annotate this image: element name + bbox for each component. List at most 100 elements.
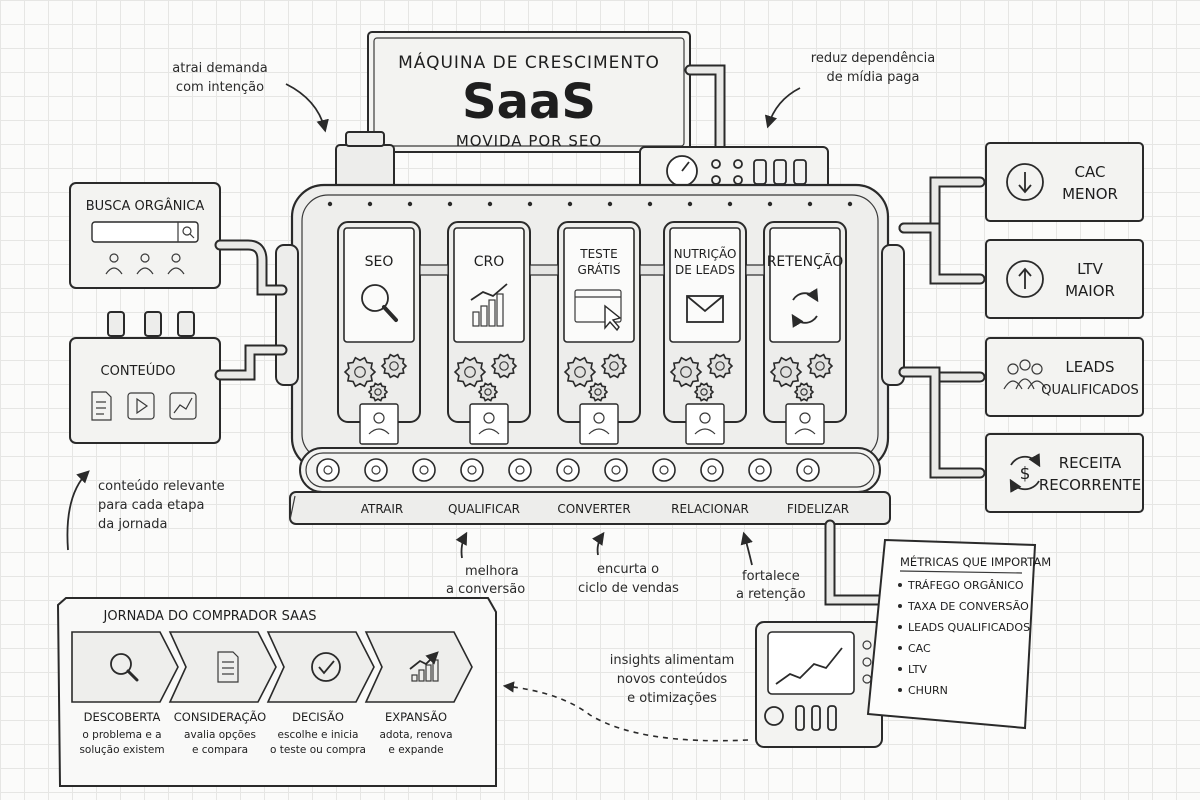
gear-icon xyxy=(453,356,487,388)
chart-icon xyxy=(169,392,197,420)
svg-text:insights alimentam: insights alimentam xyxy=(610,653,735,668)
journey-step-desc: e expande xyxy=(388,744,443,756)
gear-icon xyxy=(693,382,715,402)
gear-icon xyxy=(669,356,703,388)
roller-icon xyxy=(748,458,772,482)
lead-card-icon xyxy=(685,403,725,445)
lead-card-icon xyxy=(469,403,509,445)
title-main: SaaS xyxy=(462,74,596,130)
metrics-title: MÉTRICAS QUE IMPORTAM xyxy=(900,554,1051,569)
input-search-box: BUSCA ORGÂNICA xyxy=(69,182,221,289)
svg-text:a conversão: a conversão xyxy=(446,582,525,597)
roller-icon xyxy=(364,458,388,482)
users-icon xyxy=(105,253,185,275)
svg-text:fortalece: fortalece xyxy=(742,569,800,584)
roller-icon xyxy=(652,458,676,482)
output-label: RECORRENTE xyxy=(1039,476,1141,494)
arrow-down-icon xyxy=(1006,163,1044,201)
svg-text:e otimizações: e otimizações xyxy=(627,691,717,706)
svg-text:a retenção: a retenção xyxy=(736,587,806,602)
module-label: NUTRIÇÃO xyxy=(674,246,737,261)
lead-card-icon xyxy=(579,403,619,445)
search-bar xyxy=(91,221,199,243)
connector-valves xyxy=(107,311,195,337)
document-icon xyxy=(217,651,239,683)
stage-label: ATRAIR xyxy=(361,502,404,516)
module-nutrio: NUTRIÇÃO DE LEADS xyxy=(663,221,747,445)
journey-step-desc: avalia opções xyxy=(184,729,256,741)
output-receita: $ RECEITA RECORRENTE xyxy=(985,433,1144,513)
browser-cursor-icon xyxy=(574,289,622,332)
output-label: RECEITA xyxy=(1059,454,1122,472)
bar-chart-icon xyxy=(470,283,508,327)
annotation-top-left: atrai demanda com intenção xyxy=(172,61,329,133)
envelope-icon xyxy=(686,295,724,323)
roller-icon xyxy=(556,458,580,482)
roller-icon xyxy=(412,458,436,482)
title-sign: MÁQUINA DE CRESCIMENTO SaaS MOVIDA POR S… xyxy=(367,31,691,170)
annotation-insights: insights alimentam novos conteúdos e oti… xyxy=(502,653,749,742)
stage-label: CONVERTER xyxy=(557,502,630,516)
annotation-top-right: reduz dependência de mídia paga xyxy=(764,51,935,129)
output-leads: LEADS QUALIFICADOS xyxy=(985,337,1144,417)
gear-icon xyxy=(587,382,609,402)
gear-icon xyxy=(769,356,803,388)
gear-icon xyxy=(477,382,499,402)
output-cac: CAC MENOR xyxy=(985,142,1144,222)
journey-step-desc: escolhe e inicia xyxy=(278,729,359,741)
lead-card-icon xyxy=(359,403,399,445)
journey-step-title: DECISÃO xyxy=(292,709,344,724)
annotation-conversion: melhora a conversão xyxy=(446,531,525,597)
output-label: LTV xyxy=(1077,260,1103,278)
module-cro: CRO xyxy=(447,221,531,445)
magnifier-icon xyxy=(361,284,398,322)
users-icon xyxy=(1003,359,1047,390)
module-label: DE LEADS xyxy=(675,263,735,277)
module-seo: SEO xyxy=(337,221,421,445)
output-label: MENOR xyxy=(1062,185,1118,203)
svg-text:com intenção: com intenção xyxy=(176,80,264,95)
annotation-sales-cycle: encurta o ciclo de vendas xyxy=(578,531,679,596)
svg-text:melhora: melhora xyxy=(465,564,519,579)
metric-item: TAXA DE CONVERSÃO xyxy=(907,600,1029,613)
module-reteno: RETENÇÃO xyxy=(763,221,847,445)
svg-text:novos conteúdos: novos conteúdos xyxy=(617,672,728,687)
dollar-cycle-icon: $ xyxy=(1009,453,1041,493)
metrics-card: MÉTRICAS QUE IMPORTAM TRÁFEGO ORGÂNICO TA… xyxy=(866,538,1051,730)
metric-item: LTV xyxy=(908,663,927,676)
title-line1: MÁQUINA DE CRESCIMENTO xyxy=(398,51,660,73)
intake-chimney xyxy=(335,131,395,191)
roller-icon xyxy=(700,458,724,482)
search-icon xyxy=(182,226,195,239)
metric-item: CHURN xyxy=(908,684,948,697)
module-label: GRÁTIS xyxy=(578,262,621,277)
gear-icon xyxy=(380,353,408,379)
journey-step-desc: o problema e a xyxy=(82,729,161,741)
video-icon xyxy=(127,392,155,420)
search-box-label: BUSCA ORGÂNICA xyxy=(86,198,205,214)
output-label: QUALIFICADOS xyxy=(1041,383,1139,398)
lead-card-icon xyxy=(785,403,825,445)
roller-icon xyxy=(796,458,820,482)
output-label: LEADS xyxy=(1065,358,1114,376)
title-line3: MOVIDA POR SEO xyxy=(456,132,602,150)
metric-item: TRÁFEGO ORGÂNICO xyxy=(907,579,1024,592)
growth-chart-icon xyxy=(409,651,439,682)
trend-line-icon xyxy=(775,647,843,685)
journey-title: JORNADA DO COMPRADOR SAAS xyxy=(103,609,317,624)
output-label: CAC xyxy=(1075,163,1106,181)
stage-label: RELACIONAR xyxy=(671,502,749,516)
module-label: SEO xyxy=(365,254,394,270)
magnifier-icon xyxy=(110,653,139,682)
input-content-box: CONTEÚDO xyxy=(69,337,221,444)
metric-item: CAC xyxy=(908,642,931,655)
roller-icon xyxy=(508,458,532,482)
gear-icon xyxy=(793,382,815,402)
